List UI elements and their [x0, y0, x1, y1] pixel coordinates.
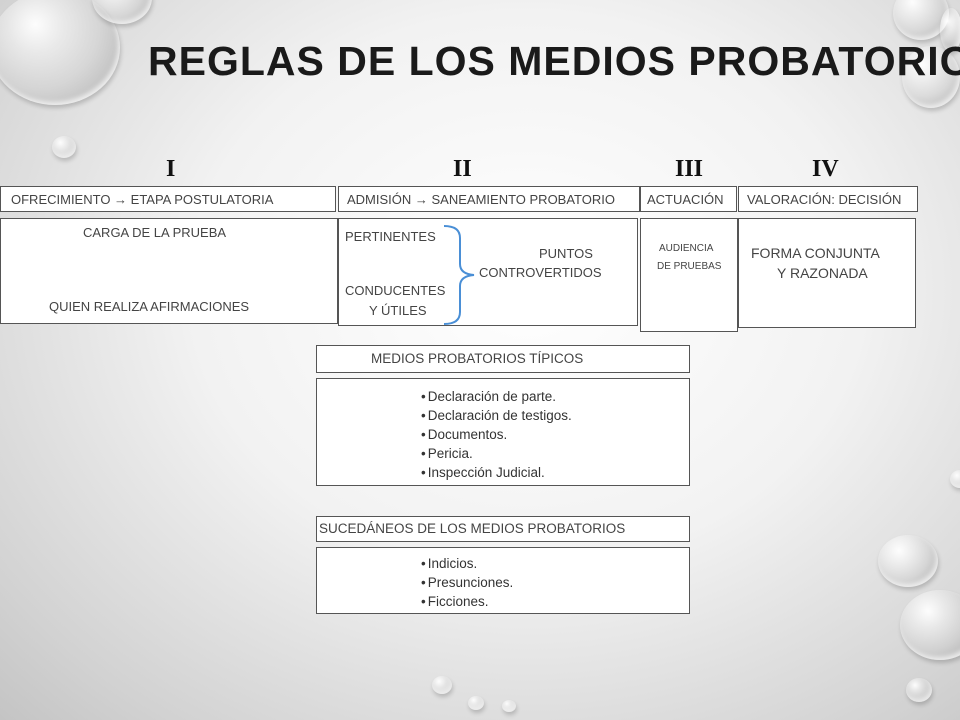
controvertidos-label: CONTROVERTIDOS — [479, 265, 602, 280]
stage-header-ofrecimiento: OFRECIMIENTO → ETAPA POSTULATORIA — [0, 186, 336, 212]
list-item: Ficciones. — [421, 592, 513, 611]
forma-conjunta-label: FORMA CONJUNTA — [751, 245, 880, 261]
stage-4-content-box: FORMA CONJUNTA Y RAZONADA — [738, 218, 916, 328]
water-drop-decoration — [52, 136, 76, 158]
water-drop-decoration — [900, 590, 960, 660]
list-item: Pericia. — [421, 444, 572, 463]
water-drop-decoration — [902, 46, 960, 108]
stage-numeral-4: IV — [812, 156, 839, 182]
stage-1-content-box: CARGA DE LA PRUEBA QUIEN REALIZA AFIRMAC… — [0, 218, 338, 324]
carga-de-la-prueba-label: CARGA DE LA PRUEBA — [83, 225, 227, 240]
water-drop-decoration — [878, 535, 938, 587]
conducentes-label: CONDUCENTES — [345, 283, 446, 298]
quien-realiza-afirmaciones-label: QUIEN REALIZA AFIRMACIONES — [49, 299, 250, 314]
stage-numeral-1: I — [166, 156, 176, 182]
tipicos-header-label: MEDIOS PROBATORIOS TÍPICOS — [371, 351, 584, 366]
puntos-label: PUNTOS — [539, 246, 593, 261]
curly-brace-icon — [443, 225, 475, 325]
stage-header-label: VALORACIÓN: DECISIÓN — [747, 192, 902, 207]
y-razonada-label: Y RAZONADA — [777, 265, 868, 281]
water-drop-decoration — [468, 696, 484, 710]
sucedaneos-list: Indicios. Presunciones. Ficciones. — [421, 554, 514, 611]
slide-title: REGLAS DE LOS MEDIOS PROBATORIOS — [148, 38, 960, 84]
tipicos-list: Declaración de parte. Declaración de tes… — [421, 387, 572, 482]
stage-header-label: OFRECIMIENTO → ETAPA POSTULATORIA — [11, 192, 274, 207]
stage-header-actuacion: ACTUACIÓN — [640, 186, 737, 212]
tipicos-header-box: MEDIOS PROBATORIOS TÍPICOS — [316, 345, 690, 373]
stage-2-content-box: PERTINENTES CONDUCENTES Y ÚTILES PUNTOS … — [338, 218, 638, 326]
sucedaneos-header-label: SUCEDÁNEOS DE LOS MEDIOS PROBATORIOS — [319, 521, 626, 536]
list-item: Documentos. — [421, 425, 572, 444]
water-drop-decoration — [502, 700, 516, 712]
stage-header-label: ACTUACIÓN — [647, 192, 724, 207]
list-item: Declaración de testigos. — [421, 406, 572, 425]
list-item: Presunciones. — [421, 573, 514, 592]
water-drop-decoration — [432, 676, 452, 694]
water-drop-decoration — [0, 0, 120, 105]
list-item: Declaración de parte. — [421, 387, 572, 406]
stage-numeral-2: II — [453, 156, 472, 182]
de-pruebas-label: DE PRUEBAS — [657, 261, 722, 272]
tipicos-list-box: Declaración de parte. Declaración de tes… — [316, 378, 690, 486]
water-drop-decoration — [906, 678, 932, 702]
sucedaneos-list-box: Indicios. Presunciones. Ficciones. — [316, 547, 690, 614]
sucedaneos-header-box: SUCEDÁNEOS DE LOS MEDIOS PROBATORIOS — [316, 516, 690, 542]
list-item: Inspección Judicial. — [421, 463, 572, 482]
stage-header-label: ADMISIÓN → SANEAMIENTO PROBATORIO — [347, 192, 615, 207]
water-drop-decoration — [940, 8, 960, 52]
stage-numeral-3: III — [675, 156, 704, 182]
utiles-label: Y ÚTILES — [369, 303, 427, 318]
stage-header-admision: ADMISIÓN → SANEAMIENTO PROBATORIO — [338, 186, 640, 212]
list-item: Indicios. — [421, 554, 513, 573]
pertinentes-label: PERTINENTES — [345, 229, 436, 244]
audiencia-label: AUDIENCIA — [659, 243, 714, 254]
stage-3-content-box: AUDIENCIA DE PRUEBAS — [640, 218, 738, 332]
water-drop-decoration — [950, 470, 960, 488]
stage-header-valoracion: VALORACIÓN: DECISIÓN — [738, 186, 918, 212]
